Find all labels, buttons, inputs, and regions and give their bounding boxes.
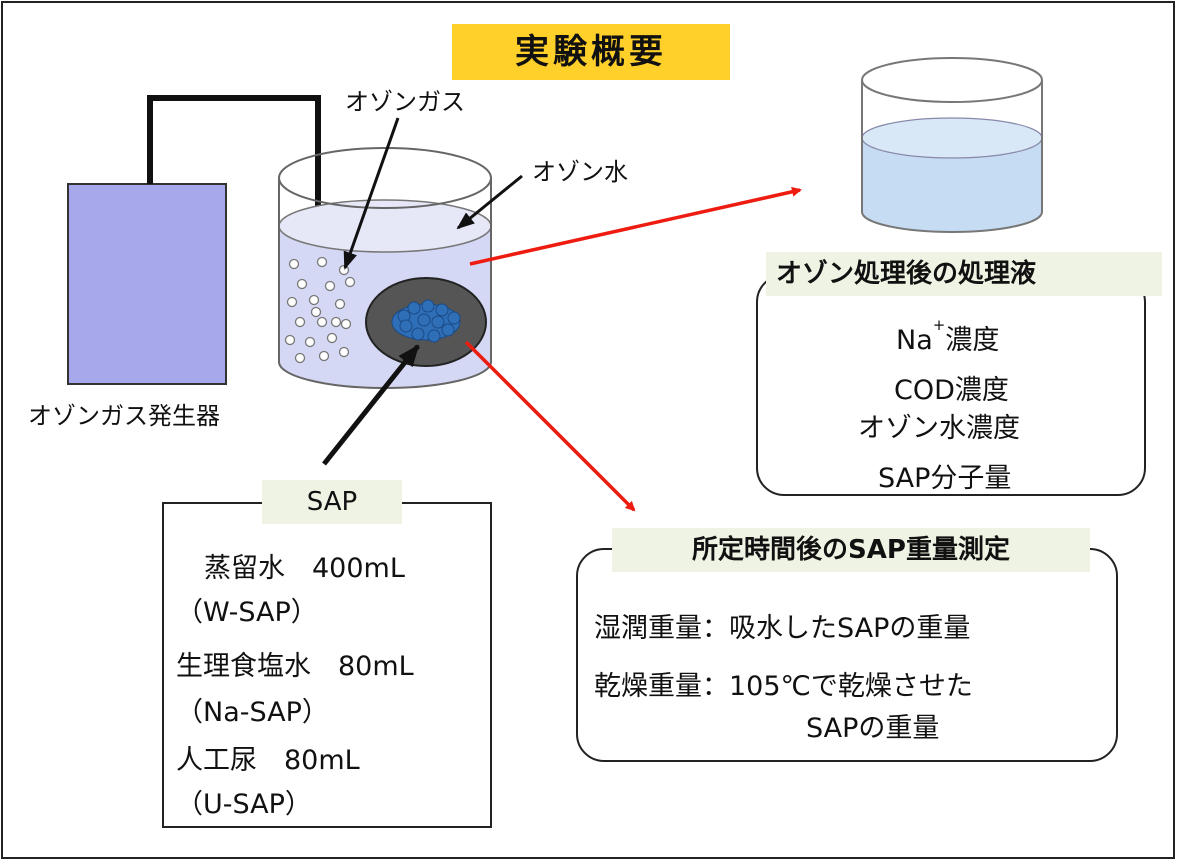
treated-line: SAP分子量	[878, 463, 1012, 494]
na-text: Na	[896, 325, 933, 356]
na-superscript: +	[932, 316, 946, 334]
sap-arrow	[322, 344, 420, 466]
treated-line: COD濃度	[894, 375, 1009, 406]
ozone-generator	[67, 183, 227, 385]
gas-tube	[147, 95, 321, 268]
ozone-water-label: オゾン水	[532, 158, 628, 186]
weight-box	[576, 548, 1118, 762]
sap-granules	[391, 299, 461, 343]
treated-line: オゾン水濃度	[858, 413, 1020, 444]
treated-liquid-header: オゾン処理後の処理液	[766, 252, 1162, 296]
na-suffix: 濃度	[945, 325, 1000, 356]
sap-box-header: SAP	[262, 480, 402, 524]
weight-line: SAPの重量	[806, 713, 940, 744]
treated-line-na: Na+濃度	[896, 316, 1000, 357]
sap-line: 生理食塩水 80mL	[176, 651, 414, 682]
weight-box-header: 所定時間後のSAP重量測定	[612, 528, 1090, 572]
red-arrow-to-weight	[464, 340, 636, 512]
sap-line: （U-SAP）	[176, 789, 312, 820]
weight-line: 湿潤重量：吸水したSAPの重量	[594, 613, 971, 644]
page-title: 実験概要	[452, 24, 730, 80]
sap-line: （W-SAP）	[176, 597, 318, 628]
ozone-bubbles	[284, 256, 356, 364]
red-arrow-to-liquid	[469, 186, 802, 266]
sap-line: （Na-SAP）	[176, 697, 329, 728]
ozone-gas-arrow	[343, 117, 400, 270]
ozone-gas-label: オゾンガス	[345, 88, 465, 116]
sap-line: 蒸留水 400mL	[204, 553, 405, 584]
generator-label: オゾンガス発生器	[28, 402, 220, 430]
ozone-water-arrow	[456, 174, 523, 230]
sap-line: 人工尿 80mL	[176, 745, 360, 776]
weight-line: 乾燥重量：105℃で乾燥させた	[594, 671, 973, 702]
treated-liquid-beaker	[861, 57, 1043, 233]
